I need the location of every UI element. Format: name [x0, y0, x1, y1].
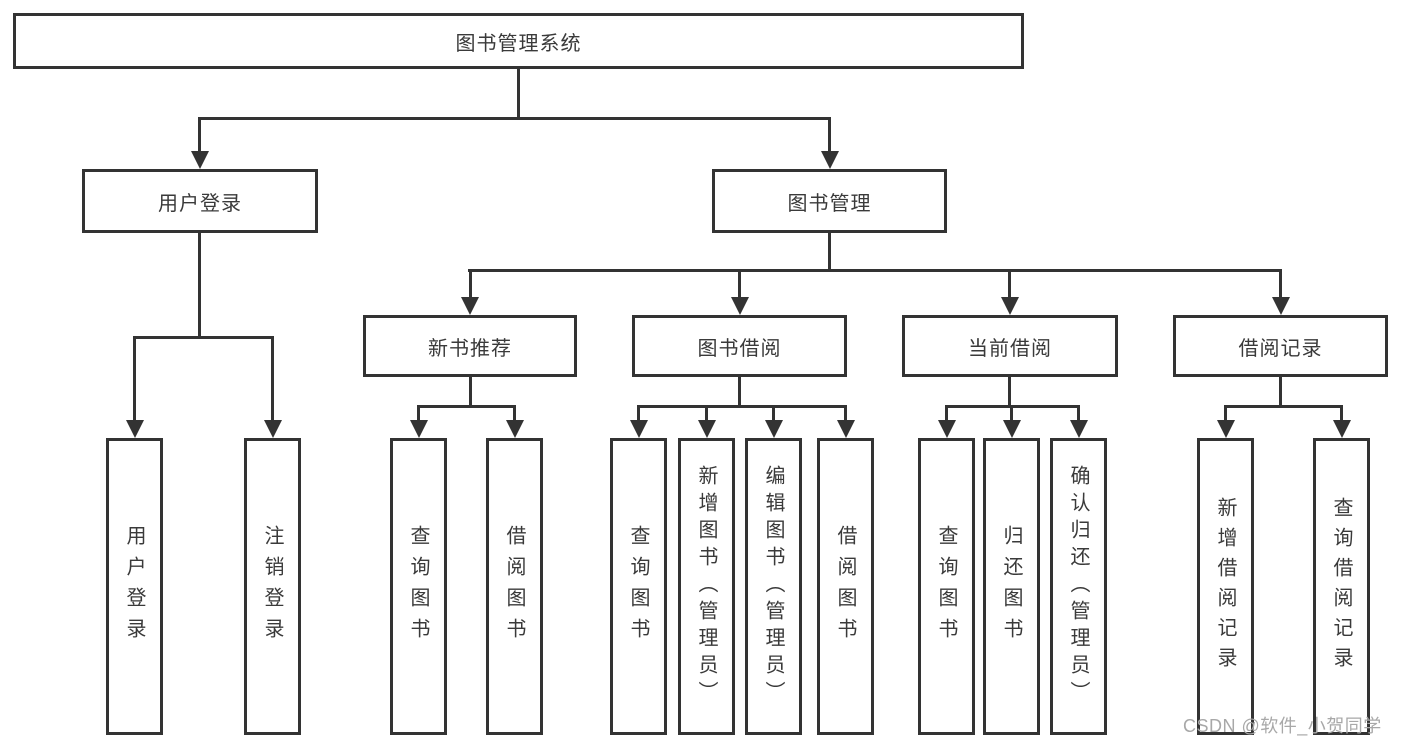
leaf-current-query: 查询图书: [918, 438, 975, 735]
connector-to-leaf-login: [133, 336, 136, 421]
arrowhead-down-icon: [1001, 297, 1019, 315]
arrowhead-down-icon: [765, 420, 783, 438]
connector-to-leaf: [1077, 405, 1080, 422]
connector-to-leaf-logout: [271, 336, 274, 421]
arrowhead-down-icon: [837, 420, 855, 438]
connector-to-leaf: [513, 405, 516, 422]
node-root: 图书管理系统: [13, 13, 1024, 69]
connector-user-login-crossbar: [133, 336, 274, 339]
connector-borrow-trunk: [738, 377, 741, 408]
connector-to-borrow-records: [1279, 269, 1282, 299]
connector-to-leaf: [945, 405, 948, 422]
connector-to-leaf: [1224, 405, 1227, 422]
connector-to-leaf: [637, 405, 640, 422]
leaf-borrow-query: 查询图书: [610, 438, 667, 735]
arrowhead-down-icon: [1217, 420, 1235, 438]
connector-to-new-book-rec: [469, 269, 472, 299]
connector-to-book-borrow: [738, 269, 741, 299]
leaf-borrow-add-admin: 新增图书（管理员）: [678, 438, 735, 735]
connector-to-leaf: [417, 405, 420, 422]
connector-to-user-login: [198, 117, 201, 153]
arrowhead-down-icon: [126, 420, 144, 438]
leaf-current-confirm-admin: 确认归还（管理员）: [1050, 438, 1107, 735]
node-book-borrow: 图书借阅: [632, 315, 847, 377]
arrowhead-down-icon: [461, 297, 479, 315]
connector-to-leaf: [772, 405, 775, 422]
arrowhead-down-icon: [1272, 297, 1290, 315]
arrowhead-down-icon: [410, 420, 428, 438]
leaf-borrow-edit-admin: 编辑图书（管理员）: [745, 438, 802, 735]
arrowhead-down-icon: [630, 420, 648, 438]
node-current-borrow: 当前借阅: [902, 315, 1118, 377]
csdn-watermark: CSDN @软件_小贺同学: [1183, 716, 1382, 736]
leaf-records-add: 新增借阅记录: [1197, 438, 1254, 735]
connector-to-current-borrow: [1008, 269, 1011, 299]
connector-to-leaf: [1010, 405, 1013, 422]
connector-to-leaf: [705, 405, 708, 422]
node-new-book-rec: 新书推荐: [363, 315, 577, 377]
arrowhead-down-icon: [1070, 420, 1088, 438]
connector-book-mgmt-trunk: [828, 233, 831, 272]
connector-to-leaf: [844, 405, 847, 422]
connector-root-crossbar: [198, 117, 831, 120]
connector-book-mgmt-crossbar: [468, 269, 1282, 272]
arrowhead-down-icon: [731, 297, 749, 315]
node-book-mgmt: 图书管理: [712, 169, 947, 233]
leaf-current-return: 归还图书: [983, 438, 1040, 735]
arrowhead-down-icon: [264, 420, 282, 438]
connector-user-login-trunk: [198, 233, 201, 339]
connector-root-trunk: [517, 69, 520, 119]
leaf-newbook-borrow: 借阅图书: [486, 438, 543, 735]
leaf-user-login: 用户登录: [106, 438, 163, 735]
connector-records-crossbar: [1224, 405, 1343, 408]
connector-newbook-crossbar: [417, 405, 516, 408]
connector-newbook-trunk: [469, 377, 472, 408]
connector-records-trunk: [1279, 377, 1282, 408]
arrowhead-down-icon: [1333, 420, 1351, 438]
connector-to-book-mgmt: [828, 117, 831, 153]
leaf-borrow-borrow: 借阅图书: [817, 438, 874, 735]
arrowhead-down-icon: [506, 420, 524, 438]
leaf-logout: 注销登录: [244, 438, 301, 735]
arrowhead-down-icon: [821, 151, 839, 169]
node-borrow-records: 借阅记录: [1173, 315, 1388, 377]
leaf-records-query: 查询借阅记录: [1313, 438, 1370, 735]
arrowhead-down-icon: [938, 420, 956, 438]
arrowhead-down-icon: [698, 420, 716, 438]
connector-to-leaf: [1340, 405, 1343, 422]
connector-current-trunk: [1008, 377, 1011, 408]
arrowhead-down-icon: [1003, 420, 1021, 438]
connector-borrow-crossbar: [637, 405, 847, 408]
arrowhead-down-icon: [191, 151, 209, 169]
leaf-newbook-query: 查询图书: [390, 438, 447, 735]
node-user-login: 用户登录: [82, 169, 318, 233]
